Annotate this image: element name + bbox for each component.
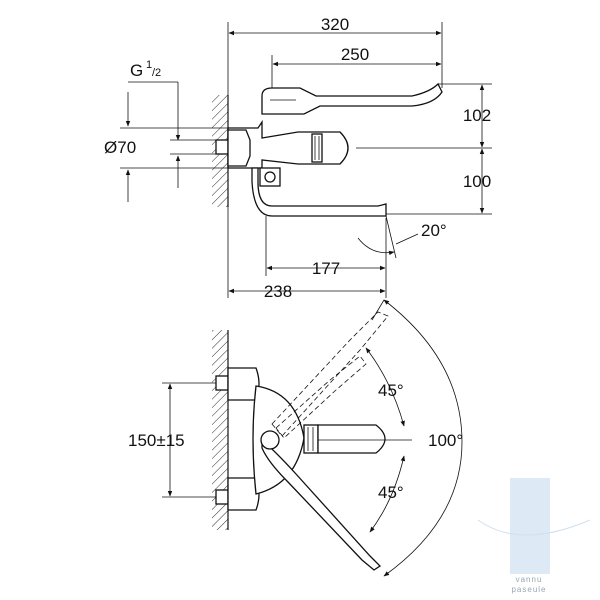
angle-arc-20 bbox=[357, 237, 395, 256]
angle-line bbox=[385, 215, 397, 259]
angle-45-top-label: 45° bbox=[378, 381, 404, 400]
thread-denominator: /2 bbox=[152, 67, 161, 79]
inlet-nub-top bbox=[215, 139, 229, 155]
watermark: vannu paseule bbox=[477, 478, 591, 594]
dim-320-label: 320 bbox=[321, 15, 349, 34]
bottom-view: 150±15 45° 45° 100° bbox=[128, 299, 463, 577]
watermark-line2: paseule bbox=[511, 585, 546, 594]
angle-100-label: 100° bbox=[428, 431, 463, 450]
angle-20-label: 20° bbox=[421, 221, 447, 240]
angle-leader bbox=[395, 233, 419, 245]
spout-side bbox=[251, 167, 387, 217]
watermark-curve bbox=[477, 519, 591, 536]
angle-arc-100 bbox=[383, 299, 463, 577]
dim-238-label: 238 bbox=[264, 282, 292, 301]
spout-knob bbox=[264, 171, 276, 183]
thread-label: G bbox=[130, 61, 143, 80]
dim-177-label: 177 bbox=[312, 259, 340, 278]
inlet-lower bbox=[215, 489, 229, 505]
dim-102-label: 102 bbox=[463, 106, 491, 125]
thread-numerator: 1 bbox=[146, 59, 152, 71]
thermo-cartridge bbox=[303, 424, 319, 454]
angle-45-bottom-label: 45° bbox=[378, 483, 404, 502]
lever-handle-front bbox=[261, 438, 382, 571]
watermark-line1: vannu bbox=[516, 575, 543, 584]
dim-250-label: 250 bbox=[341, 45, 369, 64]
watermark-bar bbox=[510, 478, 550, 574]
angle-ext-line bbox=[371, 299, 385, 321]
inlet-upper bbox=[215, 375, 229, 391]
angle-arc-45-bottom bbox=[369, 455, 406, 533]
lever-pivot bbox=[260, 430, 280, 450]
spacing-label: 150±15 bbox=[128, 431, 185, 450]
diameter-label: Ø70 bbox=[104, 138, 136, 157]
top-view: 320 250 102 100 G 1 /2 Ø70 177 bbox=[104, 15, 492, 301]
thermo-knob bbox=[317, 424, 386, 454]
cartridge-ring bbox=[311, 133, 323, 163]
lever-handle-side bbox=[261, 82, 443, 115]
dim-100-label: 100 bbox=[463, 172, 491, 191]
inlet-body-upper bbox=[227, 367, 260, 401]
mount-bracket bbox=[227, 129, 251, 167]
